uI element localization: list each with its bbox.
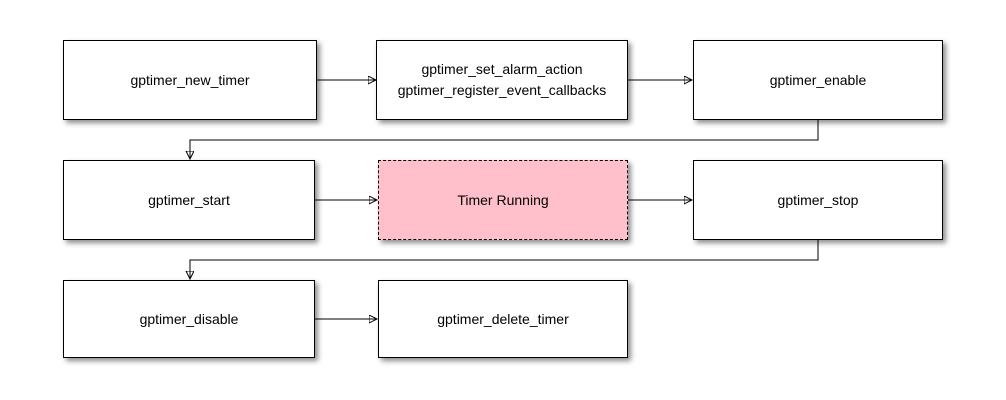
- node-label: gptimer_start: [148, 191, 230, 208]
- node-label: gptimer_stop: [777, 191, 859, 208]
- node-gptimer-configure: gptimer_set_alarm_action gptimer_registe…: [376, 40, 628, 120]
- node-gptimer-new-timer: gptimer_new_timer: [63, 40, 317, 120]
- node-label: gptimer_new_timer: [130, 71, 250, 88]
- arrow-enable-to-start: [190, 120, 819, 159]
- node-gptimer-start: gptimer_start: [63, 160, 315, 240]
- node-label: gptimer_delete_timer: [437, 310, 569, 327]
- arrow-stop-to-disable: [190, 240, 819, 279]
- node-label: Timer Running: [457, 191, 549, 208]
- node-label: gptimer_disable: [139, 310, 239, 327]
- node-label-line2: gptimer_register_event_callbacks: [397, 82, 607, 98]
- node-label-line1: gptimer_set_alarm_action: [421, 61, 583, 77]
- node-gptimer-stop: gptimer_stop: [693, 160, 943, 240]
- node-label: gptimer_enable: [769, 71, 867, 88]
- node-timer-running: Timer Running: [378, 160, 628, 240]
- node-gptimer-enable: gptimer_enable: [693, 40, 943, 120]
- node-gptimer-disable: gptimer_disable: [63, 280, 315, 358]
- node-gptimer-delete-timer: gptimer_delete_timer: [378, 280, 628, 358]
